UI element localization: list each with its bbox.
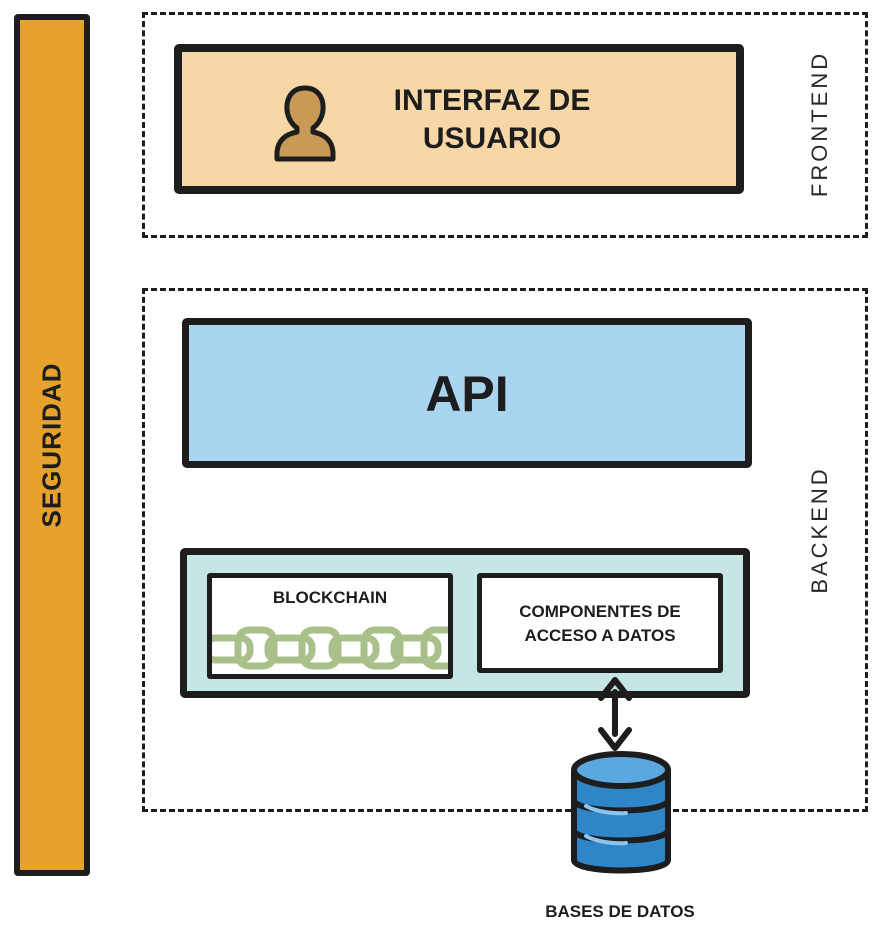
user-icon	[274, 85, 336, 162]
data-access-title: COMPONENTES DE ACCESO A DATOS	[482, 600, 718, 648]
user-interface-box: INTERFAZ DE USUARIO	[174, 44, 744, 194]
security-label: SEGURIDAD	[36, 362, 67, 528]
blockchain-label: BLOCKCHAIN	[272, 588, 388, 607]
user-interface-title: INTERFAZ DE USUARIO	[362, 82, 622, 158]
backend-region	[142, 288, 868, 812]
api-box: API	[182, 318, 752, 468]
frontend-label: FRONTEND	[807, 50, 832, 198]
database-icon	[571, 751, 671, 874]
data-layer-box: BLOCKCHAIN COMPONENTES DE ACCESO A DATOS	[180, 548, 750, 698]
chain-icon	[212, 626, 448, 670]
user-interface-line2: USUARIO	[422, 122, 562, 155]
data-access-box: COMPONENTES DE ACCESO A DATOS	[477, 573, 723, 673]
security-bar: SEGURIDAD	[14, 14, 90, 876]
user-interface-line1: INTERFAZ DE	[393, 84, 591, 117]
backend-label: BACKEND	[807, 466, 832, 594]
database-label: BASES DE DATOS	[545, 902, 695, 921]
data-access-line1: COMPONENTES DE	[519, 602, 681, 621]
blockchain-box: BLOCKCHAIN	[207, 573, 453, 679]
frontend-region	[142, 12, 868, 238]
double-arrow-icon	[598, 677, 632, 751]
data-access-line2: ACCESO A DATOS	[524, 626, 676, 645]
api-label: API	[425, 366, 509, 422]
